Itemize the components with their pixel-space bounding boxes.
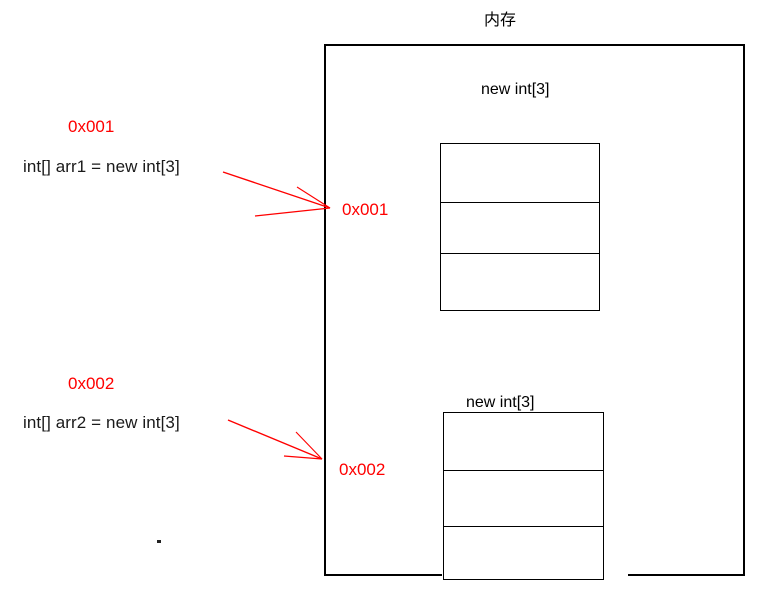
array-table-1 xyxy=(440,143,600,311)
allocation-label-2: new int[3] xyxy=(466,394,535,411)
memory-box-bottom-border-left xyxy=(324,574,442,576)
memory-box-bottom-border-right xyxy=(628,574,745,576)
array-cell xyxy=(444,470,603,526)
reference-arrow-2 xyxy=(227,419,323,460)
memory-title: 内存 xyxy=(484,12,517,29)
array-cell xyxy=(444,526,603,576)
declaration-code-1: int[] arr1 = new int[3] xyxy=(23,157,180,176)
memory-address-2: 0x002 xyxy=(339,460,386,479)
declaration-address-1: 0x001 xyxy=(68,117,115,136)
memory-box-left-border xyxy=(324,44,326,576)
array-table-2 xyxy=(443,412,604,580)
memory-address-1: 0x001 xyxy=(342,200,389,219)
allocation-label-1: new int[3] xyxy=(481,81,550,98)
declaration-code-2: int[] arr2 = new int[3] xyxy=(23,413,180,432)
declaration-address-2: 0x002 xyxy=(68,374,115,393)
memory-box-right-border xyxy=(743,44,745,576)
stray-dot-mark xyxy=(157,540,161,543)
array-cell xyxy=(441,202,599,253)
array-cell xyxy=(441,144,599,202)
array-cell xyxy=(444,413,603,470)
reference-arrow-1 xyxy=(222,171,331,217)
memory-box-top-border xyxy=(324,44,745,46)
array-cell xyxy=(441,253,599,307)
